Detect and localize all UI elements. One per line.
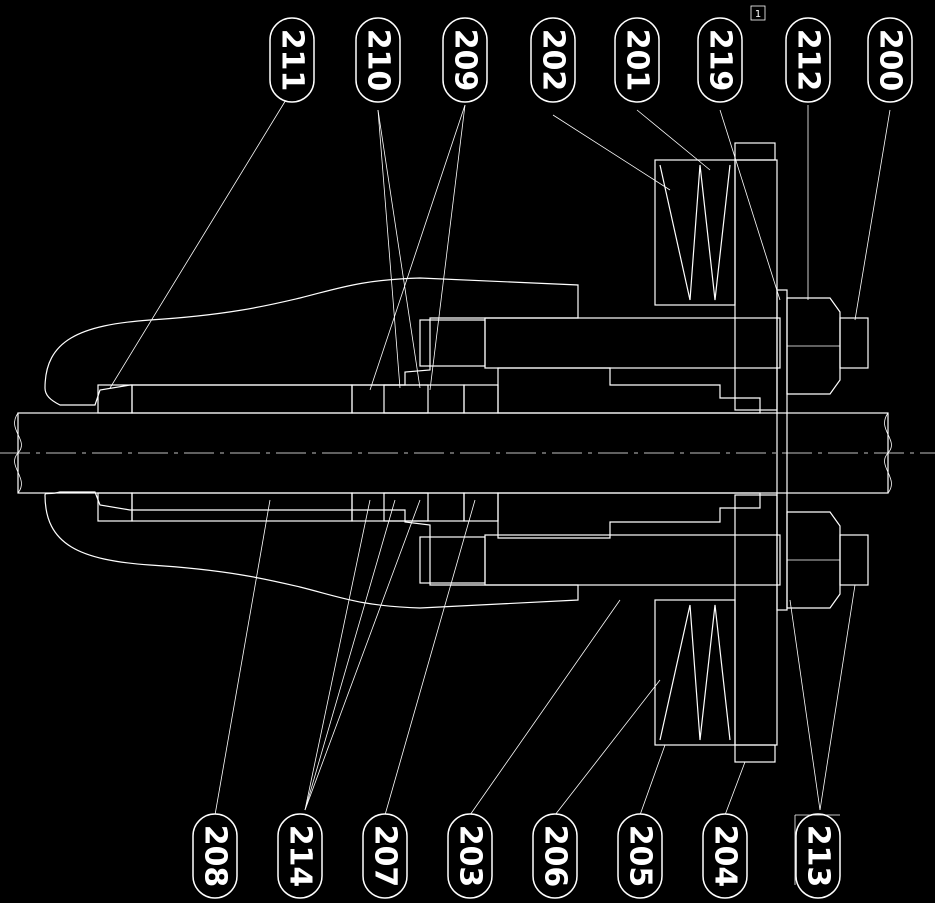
callout-212: 212 [785,17,831,103]
sleeve-upper [131,384,353,414]
housing-upper [44,277,579,406]
gland-follower-upper [497,367,761,414]
callout-label: 200 [873,29,908,92]
stud-upper [484,317,781,369]
gland-ring-lower [463,492,499,522]
callout-205: 205 [617,813,663,899]
gland-ring-upper [463,384,499,414]
flange [776,289,788,611]
callout-label: 219 [703,29,738,92]
leader-lines [109,89,891,816]
callout-204: 204 [702,813,748,899]
callout-206: 206 [532,813,578,899]
callout-213: 213 [795,813,841,899]
nut-upper [786,297,841,395]
callout-211: 211 [269,17,315,103]
plate-lower [734,494,778,746]
callout-label: 212 [791,29,826,92]
gland-follower-lower [497,492,761,539]
packing-upper [351,384,465,414]
callout-label: 205 [623,825,658,888]
sleeve-lower [131,492,353,522]
callout-label: 209 [448,29,483,92]
nut-lower [786,511,841,609]
callout-label: 208 [198,825,233,888]
callout-219: 219 [697,17,743,103]
callout-202: 202 [530,17,576,103]
callout-label: 206 [538,825,573,888]
callout-203: 203 [447,813,493,899]
callout-label: 203 [453,825,488,888]
callout-201: 201 [614,17,660,103]
callout-label: 213 [801,825,836,888]
revision-mark: 1 [755,9,761,20]
callout-label: 214 [283,825,318,888]
callout-213-bracket [794,814,840,885]
callout-210: 210 [355,17,401,103]
callout-207: 207 [362,813,408,899]
callout-label: 211 [275,29,310,92]
callout-208: 208 [192,813,238,899]
callout-label: 210 [361,29,396,92]
callout-label: 204 [708,825,743,888]
callout-214: 214 [277,813,323,899]
callout-209: 209 [442,17,488,103]
callout-label: 202 [536,29,571,92]
plate-upper [734,159,778,411]
callouts: 211 210 209 202 201 219 212 200 208 214 207 203 206 2… [192,17,913,899]
ring-211-upper [97,384,133,414]
ring-211-lower [97,492,133,522]
callout-200: 200 [867,17,913,103]
screw-upper [734,142,776,161]
revision-box [750,5,766,21]
stud-lower [484,534,781,586]
callout-label: 207 [368,825,403,888]
screw-lower [734,744,776,763]
housing-lower [44,491,579,609]
callout-label: 201 [620,29,655,92]
